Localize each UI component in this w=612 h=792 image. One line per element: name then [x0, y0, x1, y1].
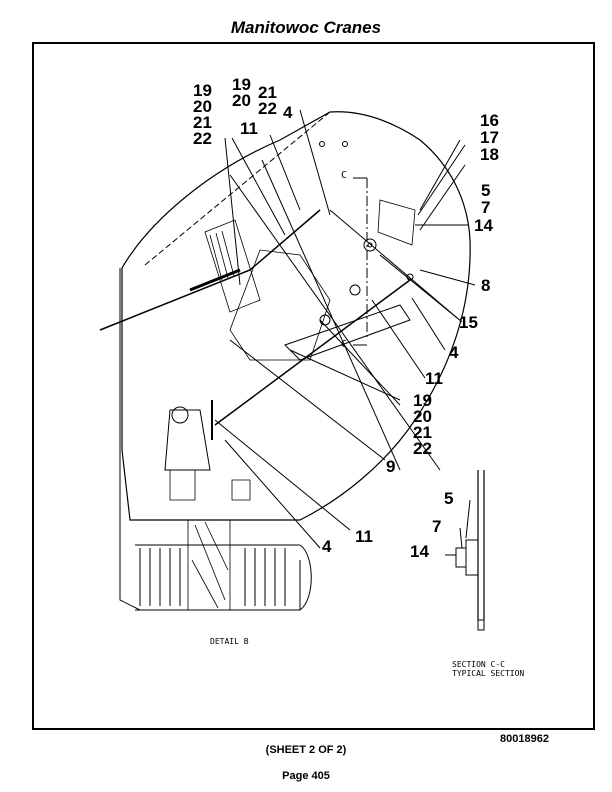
- callout-9: 9: [386, 457, 396, 476]
- callout-22: 22: [413, 439, 432, 458]
- callout-22: 22: [193, 129, 212, 148]
- drawing-frame: [32, 42, 595, 730]
- section-label: SECTION C-C: [452, 660, 505, 669]
- detail-label: DETAIL B: [210, 637, 249, 646]
- callout-21: 21: [193, 113, 212, 132]
- callout-16: 16: [480, 111, 499, 130]
- section-cut-mark: C: [341, 170, 348, 181]
- sheet-indicator: (SHEET 2 OF 2): [265, 744, 347, 756]
- callout-11: 11: [425, 369, 443, 388]
- callout-11: 11: [355, 527, 373, 546]
- callout-17: 17: [480, 128, 499, 147]
- callout-5: 5: [481, 181, 491, 200]
- callout-20: 20: [193, 97, 212, 116]
- callout-7: 7: [432, 517, 442, 536]
- document-number: 80018962: [500, 733, 549, 745]
- callout-5: 5: [444, 489, 454, 508]
- callout-11: 11: [240, 119, 258, 138]
- callout-8: 8: [481, 276, 491, 295]
- callout-7: 7: [481, 198, 491, 217]
- page-number: Page 405: [282, 770, 330, 782]
- callout-21: 21: [413, 423, 432, 442]
- callout-19: 19: [413, 391, 432, 410]
- callout-4: 4: [449, 343, 459, 362]
- callout-20: 20: [232, 91, 251, 110]
- page-header-title: Manitowoc Cranes: [230, 18, 382, 37]
- typical-section-label: TYPICAL SECTION: [452, 669, 525, 678]
- callout-19: 19: [193, 81, 212, 100]
- callout-15: 15: [459, 313, 478, 332]
- callout-14: 14: [410, 542, 429, 561]
- callout-19: 19: [232, 75, 251, 94]
- callout-21: 21: [258, 83, 277, 102]
- callout-14: 14: [474, 216, 493, 235]
- callout-4: 4: [322, 537, 332, 556]
- callout-18: 18: [480, 145, 499, 164]
- callout-20: 20: [413, 407, 432, 426]
- section-cut-mark: C: [341, 339, 348, 350]
- callout-22: 22: [258, 99, 277, 118]
- callout-4: 4: [283, 103, 293, 122]
